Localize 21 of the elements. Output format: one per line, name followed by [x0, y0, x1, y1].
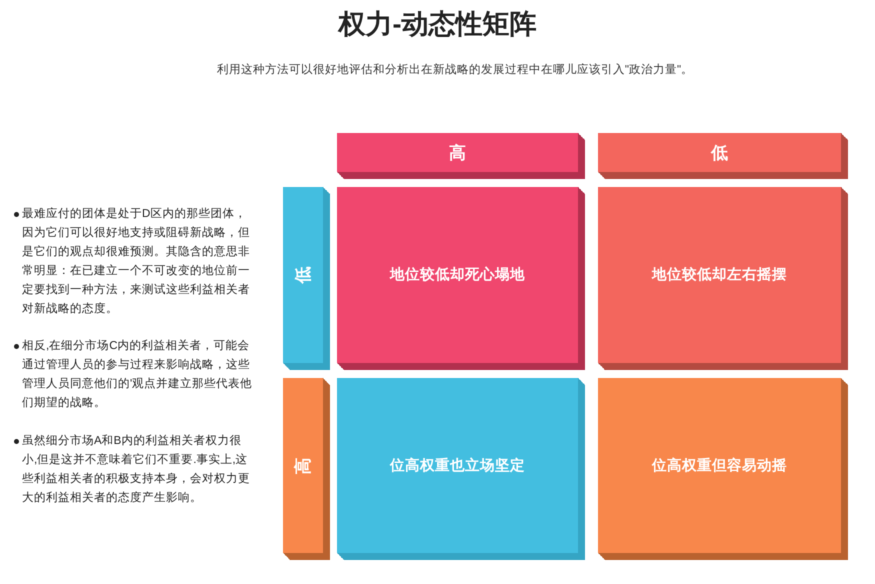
header-label: 高	[449, 143, 466, 162]
bullet-text: 最难应付的团体是处于D区内的那些团体，因为它们可以很好地支持或阻碍新战略，但是它们的观点却很难预测。其隐含的意思非常明显：在已建立一个不可改变的地位前一定要找到一种方法，来测试这些利益相关者对新战略的态度。	[22, 206, 251, 317]
quadrant-box	[337, 378, 585, 560]
row-header	[283, 187, 330, 370]
header-label: 低	[711, 143, 728, 162]
quadrant-label: 地位较低却死心塌地	[390, 266, 525, 284]
quadrant-box	[337, 187, 585, 370]
bullet-text: 相反,在细分市场C内的利益相关者，可能会通过管理人员的参与过程来影响战略，这些管理人员同意他们的'观点并建立那些代表他们期望的战略。	[22, 338, 254, 411]
header-label: 高	[294, 457, 312, 474]
row-header	[283, 378, 330, 560]
header-label: 低	[294, 266, 312, 284]
quadrant-box	[598, 187, 848, 370]
subtitle: 利用这种方法可以很好地评估和分析出在新战略的发展过程中在哪儿应该引入"政治力量"。	[216, 62, 694, 77]
bullet-text: 虽然细分市场A和B内的利益相关者权力很小,但是这并不意味着它们不重要.事实上,这些利益相关者的积极支持本身，会对权力更大的利益相关者的态度产生影响。	[22, 433, 251, 506]
quadrant-label: 地位较低却左右摇摆	[652, 266, 787, 284]
title: 权力-动态性矩阵	[338, 8, 536, 41]
quadrant-box	[598, 378, 848, 560]
column-header	[598, 133, 848, 179]
quadrant-label: 位高权重但容易动摇	[652, 457, 787, 474]
column-header	[337, 133, 585, 179]
quadrant-label: 位高权重也立场坚定	[390, 457, 525, 474]
